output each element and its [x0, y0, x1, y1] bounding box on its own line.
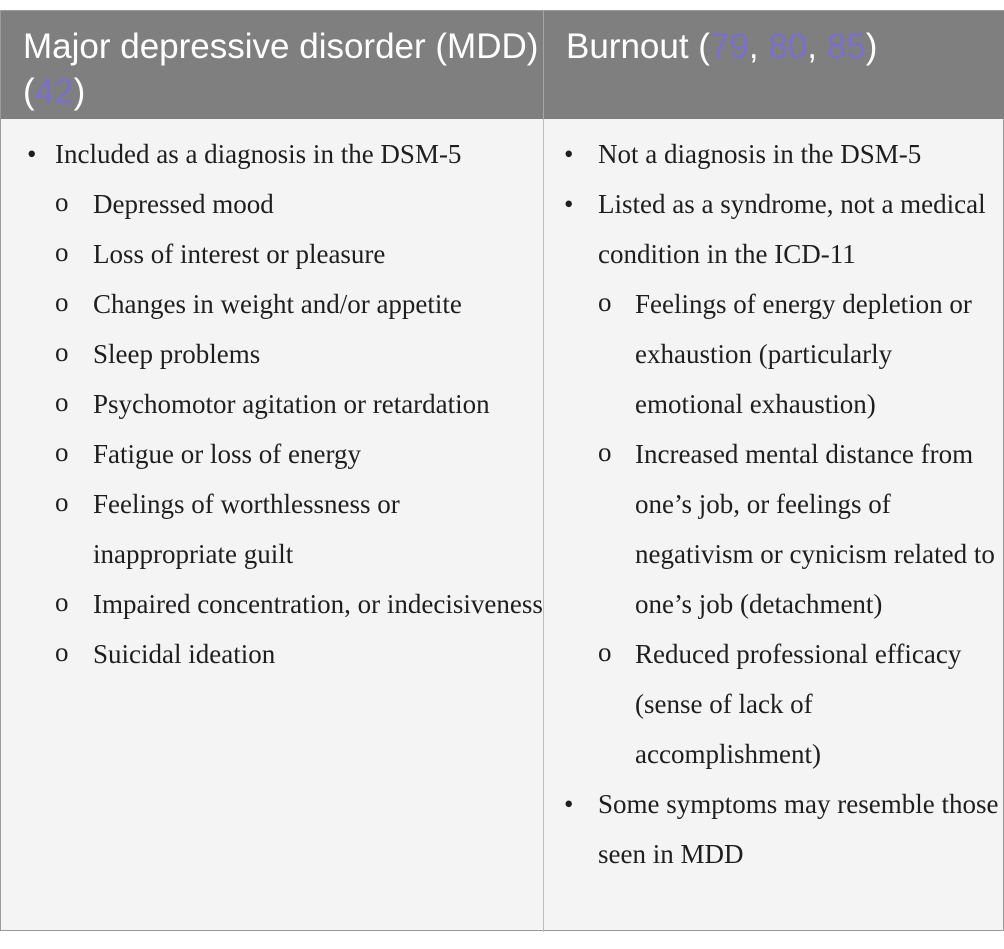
sub-list-item: o Changes in weight and/or appetite [27, 279, 543, 329]
sub-list-item-text: Fatigue or loss of energy [93, 439, 361, 469]
list-item: • Listed as a syndrome, not a medical con… [564, 179, 1004, 279]
header-burnout-text: Burnout ( [566, 27, 710, 66]
list-item-text: Some symptoms may resemble those seen in… [598, 789, 999, 869]
sub-bullet-icon: o [55, 587, 69, 617]
reference-link-79[interactable]: 79 [709, 27, 749, 66]
sub-bullet-icon: o [55, 437, 69, 467]
sub-list-item-text: Impaired concentration, or indecisivenes… [93, 589, 543, 619]
list-item-text: Not a diagnosis in the DSM-5 [598, 139, 922, 169]
sub-list-item-text: Suicidal ideation [93, 639, 276, 669]
sub-bullet-icon: o [55, 337, 69, 367]
header-mdd-close: ) [73, 72, 86, 111]
sub-list-item: o Sleep problems [27, 329, 543, 379]
list-item-text: Listed as a syndrome, not a medical cond… [598, 189, 986, 269]
sub-list-item: o Feelings of energy depletion or exhaust… [564, 279, 1004, 429]
list-item: • Included as a diagnosis in the DSM-5 [27, 129, 543, 179]
comparison-table: Major depressive disorder (MDD) (42) Bur… [0, 10, 1004, 932]
header-separator: , [748, 27, 769, 66]
sub-list-item: o Impaired concentration, or indecisivene… [27, 579, 543, 629]
list-item: • Not a diagnosis in the DSM-5 [564, 129, 1004, 179]
sub-bullet-icon: o [598, 637, 612, 667]
sub-list-item: o Depressed mood [27, 179, 543, 229]
header-burnout-close: ) [865, 27, 878, 66]
sub-list-item-text: Reduced professional efficacy (sense of … [635, 639, 962, 769]
header-mdd: Major depressive disorder (MDD) (42) [1, 11, 544, 119]
header-burnout: Burnout (79, 80, 85) [544, 11, 1004, 119]
sub-bullet-icon: o [55, 487, 69, 517]
sub-list-item-text: Depressed mood [93, 189, 274, 219]
reference-link-80[interactable]: 80 [768, 27, 808, 66]
bullet-icon: • [564, 139, 574, 169]
sub-list-item: o Fatigue or loss of energy [27, 429, 543, 479]
bullet-icon: • [27, 139, 37, 169]
bullet-icon: • [564, 789, 574, 819]
reference-link-85[interactable]: 85 [826, 27, 866, 66]
bullet-icon: • [564, 189, 574, 219]
sub-bullet-icon: o [55, 287, 69, 317]
sub-list-item: o Increased mental distance from one’s jo… [564, 429, 1004, 629]
header-mdd-text: Major depressive disorder (MDD) ( [23, 27, 539, 111]
list-item-text: Included as a diagnosis in the DSM-5 [55, 139, 462, 169]
sub-list-item: o Psychomotor agitation or retardation [27, 379, 543, 429]
sub-list-item-text: Feelings of energy depletion or exhausti… [635, 289, 972, 419]
sub-bullet-icon: o [55, 237, 69, 267]
sub-bullet-icon: o [55, 387, 69, 417]
burnout-column: • Not a diagnosis in the DSM-5 • Listed as… [544, 119, 1004, 932]
sub-bullet-icon: o [598, 287, 612, 317]
sub-list-item: o Loss of interest or pleasure [27, 229, 543, 279]
sub-list-item: o Feelings of worthlessness or inappropri… [27, 479, 543, 579]
sub-list-item-text: Sleep problems [93, 339, 261, 369]
header-separator: , [807, 27, 827, 66]
sub-list-item: o Reduced professional efficacy (sense of… [564, 629, 1004, 779]
sub-list-item-text: Feelings of worthlessness or inappropria… [93, 489, 400, 569]
sub-bullet-icon: o [55, 637, 69, 667]
sub-list-item-text: Increased mental distance from one’s job… [635, 439, 995, 619]
sub-list-item-text: Changes in weight and/or appetite [93, 289, 462, 319]
sub-list-item: o Suicidal ideation [27, 629, 543, 679]
sub-list-item-text: Loss of interest or pleasure [93, 239, 386, 269]
reference-link-42[interactable]: 42 [34, 72, 74, 111]
sub-list-item-text: Psychomotor agitation or retardation [93, 389, 490, 419]
sub-bullet-icon: o [598, 437, 612, 467]
list-item: • Some symptoms may resemble those seen i… [564, 779, 1004, 879]
sub-bullet-icon: o [55, 187, 69, 217]
